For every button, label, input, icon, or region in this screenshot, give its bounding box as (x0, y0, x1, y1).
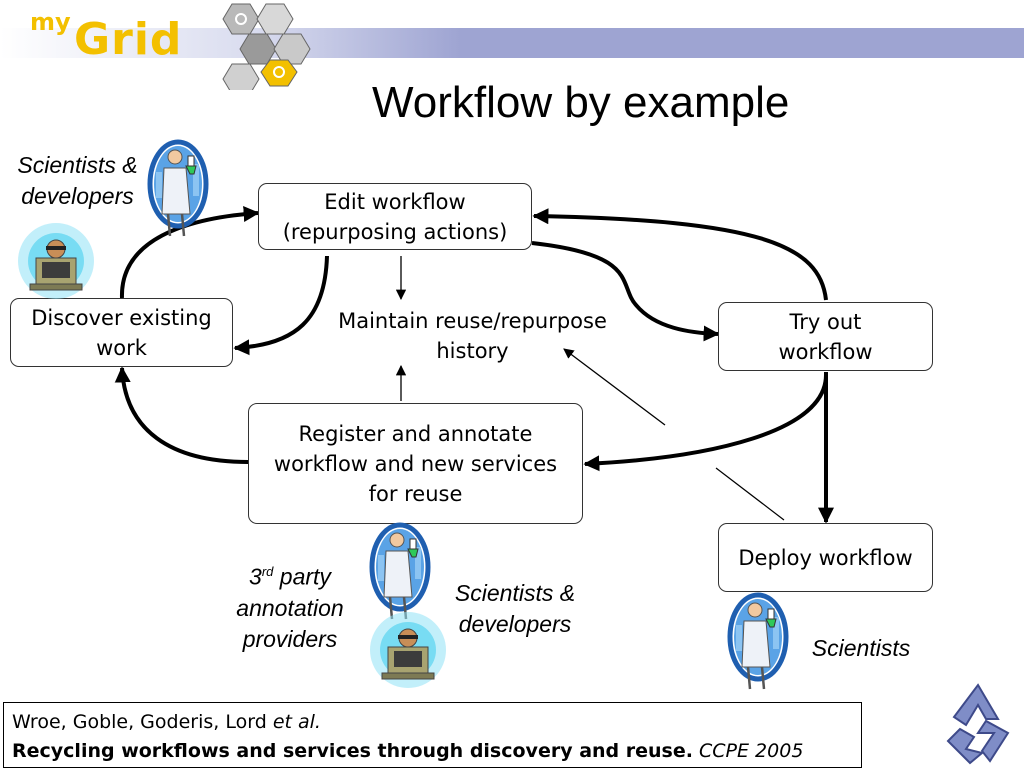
role-third-party: 3rd party annotation providers (215, 556, 365, 655)
role-bottom-middle-line2: developers (458, 611, 572, 637)
arrow-tryout-to-register (583, 374, 828, 472)
role-bottom-middle-line1: Scientists & (454, 580, 576, 606)
role-third-party-line3: providers (242, 625, 338, 652)
scientist-icon (150, 142, 206, 236)
role-third-party-rest: party (273, 563, 331, 590)
role-top-left: Scientists & developers (0, 150, 155, 212)
edit-workflow-line2: (repurposing actions) (282, 219, 508, 244)
try-out-box: Try out workflow (718, 302, 933, 371)
role-top-left-line2: developers (21, 183, 134, 209)
recycle-icon (947, 684, 1009, 764)
arrow-tryout-to-edit (532, 208, 828, 301)
discover-existing-box: Discover existing work (10, 298, 233, 367)
arrow-edit-to-tryout (531, 241, 720, 342)
arrow-register-to-discover (114, 366, 249, 464)
try-out-line1: Try out (789, 309, 862, 334)
molecule-logo-icon (222, 3, 311, 90)
slide-title: Workflow by example (372, 78, 790, 127)
maintain-line2: history (436, 339, 509, 363)
arrow-diagonal-to-maintain (563, 348, 666, 426)
developer-computer-icon (369, 611, 447, 689)
deploy-line: Deploy workflow (738, 545, 913, 570)
diagonal-line (715, 467, 785, 521)
reference-title: Recycling workflows and services through… (12, 740, 686, 762)
maintain-history-label: Maintain reuse/repurpose history (305, 306, 640, 366)
reference-line2: Recycling workflows and services through… (12, 740, 804, 762)
arrow-edit-to-discover (233, 255, 329, 356)
register-line3: for reuse (368, 481, 463, 506)
logo-prefix: my (30, 8, 71, 36)
discover-line1: Discover existing (31, 305, 212, 330)
scientist-icon (372, 525, 428, 619)
developer-computer-icon (17, 222, 95, 300)
reference-line1: Wroe, Goble, Goderis, Lord et al. (12, 708, 853, 737)
edit-workflow-line1: Edit workflow (324, 189, 466, 214)
reference-venue: CCPE 2005 (699, 740, 804, 762)
arrow-discover-to-edit (119, 206, 260, 299)
register-line1: Register and annotate (298, 421, 533, 446)
discover-line2: work (96, 335, 147, 360)
try-out-line2: workflow (778, 339, 873, 364)
maintain-line1: Maintain reuse/repurpose (338, 309, 607, 333)
reference-et-al: et al. (272, 711, 321, 733)
role-third-party-line2: annotation (236, 594, 344, 621)
register-line2: workflow and new services (273, 451, 558, 476)
role-third-party-number: 3 (249, 563, 262, 590)
role-third-party-line1: 3rd party (215, 556, 365, 593)
header-band (0, 28, 1024, 58)
edit-workflow-box: Edit workflow (repurposing actions) (258, 183, 532, 250)
register-annotate-box: Register and annotate workflow and new s… (248, 403, 583, 524)
deploy-workflow-box: Deploy workflow (718, 523, 933, 592)
role-top-left-line1: Scientists & (17, 152, 138, 178)
logo-name: Grid (74, 14, 183, 65)
role-third-party-suffix: rd (261, 564, 274, 579)
role-bottom-middle: Scientists & developers (440, 578, 590, 640)
role-bottom-right: Scientists (811, 635, 911, 661)
reference-citation: Wroe, Goble, Goderis, Lord et al. Recycl… (3, 702, 862, 768)
scientist-icon (730, 595, 786, 689)
reference-authors: Wroe, Goble, Goderis, Lord (12, 711, 267, 733)
